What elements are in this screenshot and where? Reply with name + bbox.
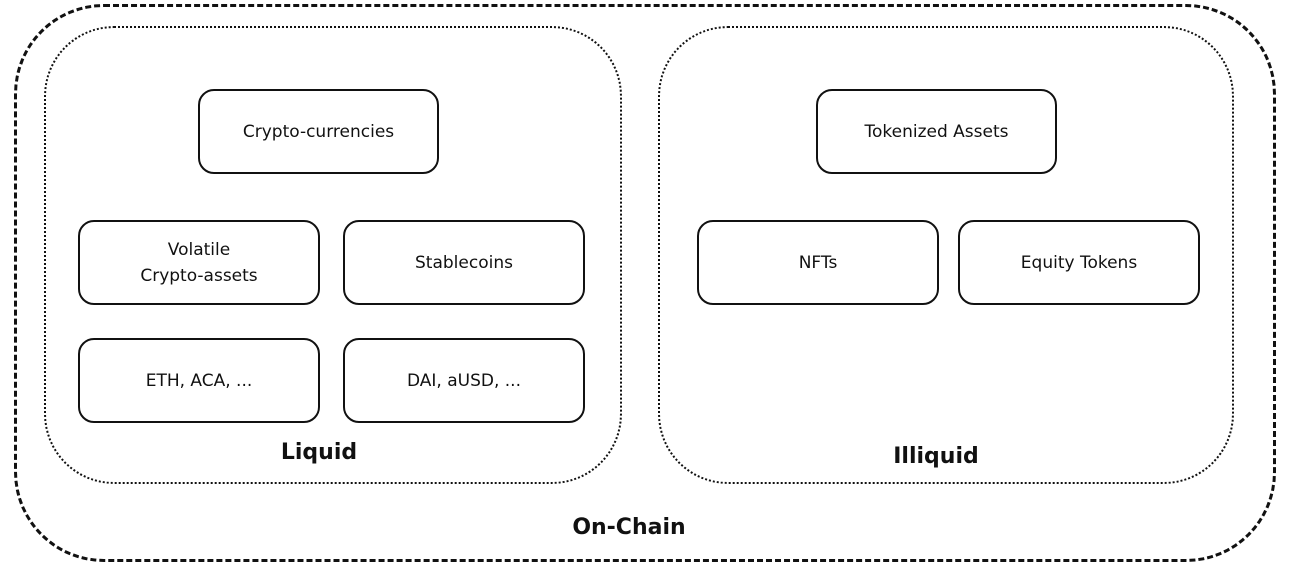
nfts-node: NFTs	[697, 220, 939, 305]
volatile-crypto-assets-node: Volatile Crypto-assets	[78, 220, 320, 305]
stablecoins-node: Stablecoins	[343, 220, 585, 305]
stablecoin-examples-node: DAI, aUSD, ...	[343, 338, 585, 423]
liquid-group	[44, 26, 622, 484]
equity-tokens-node: Equity Tokens	[958, 220, 1200, 305]
illiquid-group	[658, 26, 1234, 484]
on-chain-label: On-Chain	[572, 515, 686, 540]
tokenized-assets-node: Tokenized Assets	[816, 89, 1057, 174]
on-chain-region	[14, 4, 1276, 562]
liquid-label: Liquid	[280, 440, 358, 465]
crypto-currencies-node: Crypto-currencies	[198, 89, 439, 174]
volatile-examples-node: ETH, ACA, ...	[78, 338, 320, 423]
illiquid-label: Illiquid	[893, 444, 979, 469]
